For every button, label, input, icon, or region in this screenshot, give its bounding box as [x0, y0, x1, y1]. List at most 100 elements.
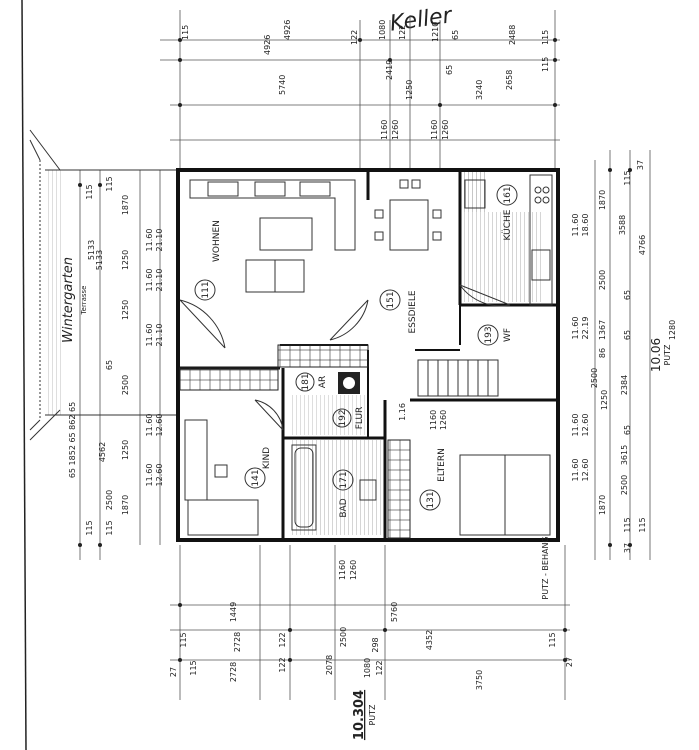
- dim-left: 21.10: [155, 324, 164, 347]
- wintergarten-dim-a: 5133: [95, 250, 104, 270]
- dim-right: 2500: [620, 475, 629, 495]
- dim-right: 37: [623, 543, 632, 553]
- dim-right: 1870: [598, 190, 607, 210]
- room-flur-number: 192: [338, 409, 348, 426]
- dim-top: 1080: [378, 20, 387, 40]
- dim-bottom: 3750: [475, 670, 484, 690]
- dim-bottom: 122: [278, 632, 287, 647]
- dim-right: 11.60: [571, 414, 580, 437]
- page-margin-line: [21, 0, 27, 750]
- dim-bottom: 27: [169, 667, 178, 677]
- room-ar-name: AR: [318, 376, 328, 388]
- dim-right: 115: [623, 517, 632, 532]
- dim-top: 122: [398, 25, 407, 40]
- dim-bottom: 1160: [338, 560, 347, 580]
- dim-right: 3615: [620, 445, 629, 465]
- dim-right: 1250: [600, 390, 609, 410]
- room-eltern: 131 ELTERN: [419, 448, 447, 511]
- dim-bottom: 298: [371, 637, 380, 652]
- room-wf: 193 WF: [477, 324, 513, 346]
- dim-top: 115: [541, 57, 550, 72]
- room-essdiele: 151 ESSDIELE: [379, 289, 418, 334]
- dim-top: 115: [181, 25, 190, 40]
- dim-right: 18.60: [581, 214, 590, 237]
- level-left-value: 10.304: [352, 690, 367, 740]
- dim-left: 1250: [121, 300, 130, 320]
- dim-bottom: 115: [548, 632, 557, 647]
- level-right: 10.06 PUTZ: [649, 338, 672, 372]
- dim-top: 1260: [441, 120, 450, 140]
- dim-top: 3240: [475, 80, 484, 100]
- dim-mid: 1160: [429, 410, 438, 430]
- dim-top: 1210: [431, 22, 440, 42]
- dim-left: 5133: [87, 240, 96, 260]
- dim-left: 115: [105, 520, 114, 535]
- dim-top: 2419: [385, 60, 394, 80]
- dim-bottom: 2078: [325, 655, 334, 675]
- dim-bottom: 1260: [349, 560, 358, 580]
- dim-bottom: 115: [179, 632, 188, 647]
- dim-top: 1260: [391, 120, 400, 140]
- dim-top: 1160: [430, 120, 439, 140]
- dim-left: 2500: [105, 490, 114, 510]
- dims-right: 37 115 1870 3588 4766 11.60 18.60 2500 6…: [571, 160, 677, 553]
- dim-right: 11.60: [571, 459, 580, 482]
- furniture: [179, 174, 553, 536]
- room-eltern-name: ELTERN: [437, 448, 447, 482]
- dim-left: 12.60: [155, 414, 164, 437]
- dim-right: 11.60: [571, 317, 580, 340]
- room-labels: 111 WOHNEN 151 ESSDIELE 161 KÜCHE 193 WF…: [194, 184, 518, 518]
- dim-left: 115: [85, 184, 94, 199]
- dim-left: 11.60: [145, 324, 154, 347]
- dim-left: 21.10: [155, 229, 164, 252]
- dim-left: 1870: [121, 195, 130, 215]
- dim-right: 65: [623, 290, 632, 300]
- mid-dims: 1160 1260 1.16: [398, 403, 448, 430]
- room-essdiele-number: 151: [386, 291, 396, 308]
- dim-right: 2500: [590, 368, 599, 388]
- dim-top: 122: [350, 30, 359, 45]
- room-wohnen-number: 111: [201, 281, 211, 298]
- dim-bottom: 122: [278, 657, 287, 672]
- dim-top: 1160: [380, 120, 389, 140]
- putz-note-text: PUTZ - BEHANG: [541, 536, 550, 599]
- dim-right: 1870: [598, 495, 607, 515]
- dims-bottom: 1160 1260 115 115 1449 2728 2728 122 122…: [169, 560, 574, 690]
- dim-left: 115: [105, 176, 114, 191]
- dim-left: 2500: [121, 375, 130, 395]
- dimension-lines: [78, 10, 651, 700]
- level-right-value: 10.06: [649, 338, 663, 372]
- dim-right: 2500: [598, 270, 607, 290]
- wintergarten-sublabel: Terrasse: [80, 286, 88, 316]
- dim-mid: 1.16: [398, 403, 407, 421]
- dim-left: 115: [85, 520, 94, 535]
- room-eltern-number: 131: [426, 491, 436, 508]
- wintergarten-annex: [29, 129, 178, 441]
- dim-right: 37: [636, 160, 645, 170]
- room-ar-number: 181: [301, 373, 311, 390]
- dim-top: 1250: [405, 80, 414, 100]
- dim-left: 1250: [121, 440, 130, 460]
- dims-top: 115 4926 4926 5740 122 1080 122 2419 125…: [181, 20, 550, 140]
- dim-right: 115: [638, 517, 647, 532]
- dim-left: 1870: [121, 495, 130, 515]
- dim-left: 11.60: [145, 464, 154, 487]
- dim-right: 1280: [668, 320, 677, 340]
- dim-left: 1250: [121, 250, 130, 270]
- dim-right: 65: [623, 425, 632, 435]
- dim-left: 65: [105, 360, 114, 370]
- room-wohnen-name: WOHNEN: [212, 220, 222, 262]
- dim-top: 115: [541, 30, 550, 45]
- dim-left: 11.60: [145, 229, 154, 252]
- level-left-sub: PUTZ: [368, 704, 377, 726]
- dim-right: 12.60: [581, 414, 590, 437]
- room-bad-name: BAD: [339, 498, 349, 517]
- wintergarten-dim-b: 65 1852 65 862 65: [68, 402, 77, 478]
- dim-left: 4562: [98, 442, 107, 462]
- dim-right: 86: [598, 348, 607, 358]
- dim-top: 2658: [505, 70, 514, 90]
- dim-top: 4926: [283, 20, 292, 40]
- level-left: 10.304 PUTZ: [352, 690, 377, 740]
- room-essdiele-name: ESSDIELE: [408, 290, 418, 333]
- room-bad: 171 BAD: [332, 469, 354, 518]
